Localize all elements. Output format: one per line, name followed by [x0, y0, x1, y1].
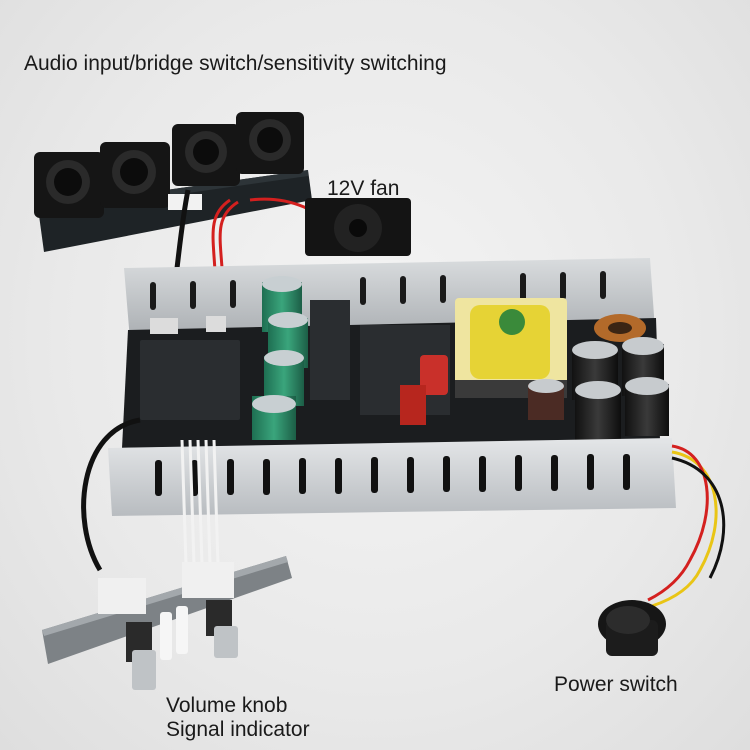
red-component	[400, 385, 426, 425]
pcb-components	[140, 300, 450, 420]
xlr-connector-board	[34, 112, 312, 252]
led-indicators	[160, 606, 188, 660]
signal-indicator-label: Signal indicator	[166, 718, 310, 741]
volume-knob	[126, 622, 156, 690]
teal-capacitors	[252, 276, 308, 440]
red-capacitor	[420, 355, 448, 395]
fan	[305, 198, 411, 256]
fan-label: 12V fan	[327, 177, 400, 200]
xlr-jack	[34, 152, 104, 218]
power-switch	[598, 600, 666, 656]
xlr-jack	[100, 142, 170, 208]
chassis-vents-front	[155, 454, 630, 496]
black-cable	[81, 417, 141, 572]
transformer	[455, 298, 567, 398]
black-capacitors	[528, 337, 669, 440]
pcb-connectors	[150, 316, 226, 334]
volume-knob-label: Volume knob	[166, 694, 288, 717]
black-wire	[671, 456, 726, 579]
inductor-coil	[594, 314, 646, 342]
chassis-front-wall	[108, 438, 676, 516]
audio-input-label: Audio input/bridge switch/sensitivity sw…	[24, 52, 447, 75]
xlr-jack	[236, 112, 304, 174]
knob-panel	[42, 556, 292, 690]
ribbon-cable	[180, 439, 220, 566]
power-switch-label: Power switch	[554, 673, 678, 696]
chassis-vents-back	[150, 271, 606, 310]
signal-indicator-knob	[206, 600, 238, 658]
red-wire	[647, 444, 709, 602]
xlr-jack	[172, 124, 240, 186]
